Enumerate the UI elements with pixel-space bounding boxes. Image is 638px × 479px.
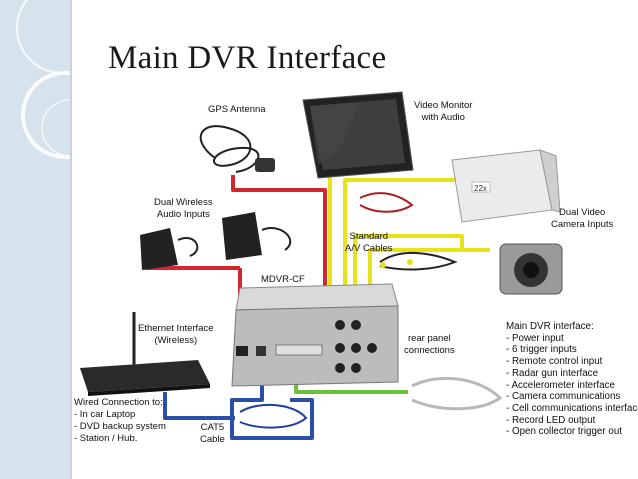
data-cable-image bbox=[411, 376, 503, 411]
main-dvr-interface-heading: Main DVR interface: bbox=[506, 321, 594, 332]
list-item: - Station / Hub. bbox=[74, 433, 138, 444]
list-item: - Remote control input bbox=[506, 356, 603, 368]
main-dvr-interface-block: Main DVR interface: - Power input - 6 tr… bbox=[506, 321, 638, 438]
list-item: - Cell communications interface bbox=[506, 402, 638, 414]
mdvr-label: MDVR-CF bbox=[261, 274, 305, 285]
cat5-cable-image bbox=[239, 403, 308, 429]
camera-zoom-badge: 22x bbox=[474, 184, 487, 193]
cat5-cable-label-line1: CAT5 bbox=[200, 422, 225, 433]
dual-wireless-label-line1: Dual Wireless bbox=[154, 197, 213, 208]
dome-camera-image bbox=[499, 243, 563, 295]
wired-connection-block: Wired Connection to: - In car Laptop - D… bbox=[74, 397, 166, 445]
zoom-camera-image: 22x bbox=[451, 149, 561, 223]
gps-antenna-image bbox=[199, 125, 275, 173]
rear-panel-label-line2: connections bbox=[404, 345, 455, 356]
slide-title: Main DVR Interface bbox=[108, 40, 387, 76]
rear-panel-connectors bbox=[335, 320, 377, 373]
av-cables-label-line1: Standard bbox=[349, 231, 389, 242]
main-dvr-interface-list: - Power input - 6 trigger inputs - Remot… bbox=[506, 333, 638, 438]
list-item: - DVD backup system bbox=[74, 421, 166, 432]
cat5-cable-label: CAT5 Cable bbox=[200, 422, 225, 446]
list-item: - Record LED output bbox=[506, 414, 596, 426]
wireless-router-image bbox=[80, 312, 210, 396]
dual-video-camera-label-line1: Dual Video bbox=[559, 207, 606, 218]
cat5-cable-label-line2: Cable bbox=[200, 434, 225, 445]
sidebar-edge-line bbox=[70, 0, 72, 479]
list-item: - Radar gun interface bbox=[506, 367, 599, 379]
list-item: - 6 trigger inputs bbox=[506, 344, 577, 356]
dual-wireless-label: Dual Wireless Audio Inputs bbox=[154, 197, 213, 221]
av-cables-image bbox=[359, 192, 458, 271]
video-monitor-image bbox=[302, 91, 414, 179]
av-cables-label: Standard A/V Cables bbox=[345, 231, 393, 255]
video-monitor-label: Video Monitor with Audio bbox=[414, 100, 472, 124]
list-item: - Camera communications bbox=[506, 391, 621, 403]
blue-cat5-wire bbox=[163, 350, 314, 440]
ethernet-interface-label: Ethernet Interface (Wireless) bbox=[138, 323, 214, 347]
dual-video-camera-label-line2: Camera Inputs bbox=[551, 219, 614, 230]
list-item: - Open collector trigger out bbox=[506, 426, 622, 438]
dual-wireless-label-line2: Audio Inputs bbox=[156, 209, 210, 220]
wireless-audio-image bbox=[140, 212, 292, 270]
rear-panel-label-line1: rear panel bbox=[407, 333, 451, 344]
list-item: - Accelerometer interface bbox=[506, 379, 615, 391]
dual-video-camera-label: Dual Video Camera Inputs bbox=[551, 207, 613, 231]
video-monitor-label-line2: with Audio bbox=[421, 112, 465, 123]
list-item: - In car Laptop bbox=[74, 409, 136, 420]
ethernet-interface-label-line2: (Wireless) bbox=[154, 335, 198, 346]
rear-panel-label: rear panel connections bbox=[404, 333, 455, 357]
sidebar-decoration bbox=[0, 0, 70, 479]
list-item: - Power input bbox=[506, 332, 564, 344]
sidebar-circles-decoration bbox=[16, 0, 70, 159]
ethernet-interface-label-line1: Ethernet Interface bbox=[138, 323, 214, 334]
mdvr-unit-image bbox=[231, 283, 399, 387]
wired-connection-heading: Wired Connection to: bbox=[74, 397, 163, 408]
av-cables-label-line2: A/V Cables bbox=[345, 243, 393, 254]
gps-antenna-label: GPS Antenna bbox=[208, 104, 266, 115]
video-monitor-label-line1: Video Monitor bbox=[414, 100, 473, 111]
wired-connection-list: - In car Laptop - DVD backup system - St… bbox=[74, 409, 166, 445]
